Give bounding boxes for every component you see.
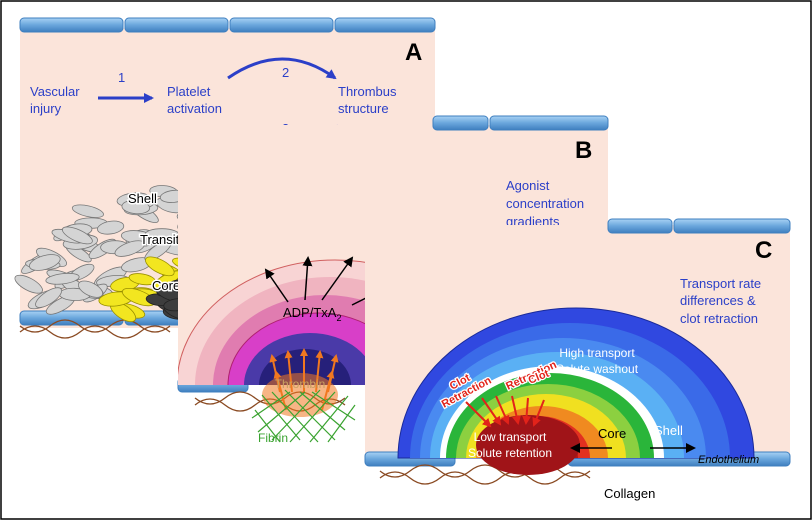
- panel-c-letter: C: [755, 237, 772, 264]
- platelet: [62, 226, 93, 245]
- step-2-label: 2: [282, 65, 289, 80]
- core-label: Core: [598, 426, 626, 441]
- platelet: [145, 256, 175, 277]
- panel-b-description-line2: concentration: [506, 196, 584, 211]
- platelet: [35, 287, 63, 308]
- panel-c: C Transport rate differences & clot retr…: [364, 218, 791, 501]
- collagen-label: Collagen: [604, 486, 655, 501]
- panel-b-endothelium-top: [432, 115, 609, 131]
- panel-a-collagen: [19, 325, 171, 339]
- panel-c-description-line2: differences &: [680, 293, 756, 308]
- platelet: [114, 240, 146, 257]
- platelet: [71, 204, 104, 218]
- vascular-injury-label-line2: injury: [30, 101, 62, 116]
- fibrin-label: Fibrin: [258, 431, 288, 445]
- panel-b-letter: B: [575, 137, 592, 164]
- panel-c-collagen: [379, 471, 591, 485]
- vascular-injury-label-line1: Vascular: [30, 84, 80, 99]
- high-transport-label-line2: Solute washout: [556, 362, 639, 376]
- thrombus-structure-label-line1: Thrombus: [338, 84, 397, 99]
- platelet: [121, 200, 151, 215]
- panel-a-letter: A: [405, 39, 422, 66]
- panel-c-description-line1: Transport rate: [680, 276, 761, 291]
- panel-b-description-line1: Agonist: [506, 178, 550, 193]
- endothelium-label: Endothelium: [698, 454, 759, 466]
- panel-a-endothelium-top: [19, 17, 436, 33]
- thrombin-generation: [262, 348, 339, 417]
- agonist-label: ADP/TxA2: [283, 305, 341, 323]
- panel-a-endothelium-bottom: [19, 310, 186, 326]
- low-transport-label-line2: Solute retention: [468, 446, 552, 460]
- fibrin-mesh: [251, 389, 356, 443]
- low-transport-label-line1: Low transport: [474, 430, 547, 444]
- panel-c-endothelium-top: [607, 218, 791, 234]
- shell-zone-label: Shell: [128, 191, 157, 206]
- shell-label: Shell: [654, 423, 683, 438]
- panel-c-description-line3: clot retraction: [680, 311, 758, 326]
- platelet: [128, 273, 156, 286]
- clot-retraction-arrows: [465, 395, 545, 428]
- platelet: [97, 220, 125, 235]
- platelet: [77, 280, 104, 298]
- step-1-label: 1: [118, 70, 125, 85]
- high-transport-label-line1: High transport: [559, 346, 635, 360]
- platelet-activation-label-line2: activation: [167, 101, 222, 116]
- platelet: [14, 274, 43, 294]
- platelet: [28, 254, 61, 271]
- thrombus-structure-label-line2: structure: [338, 101, 389, 116]
- platelet-activation-label-line1: Platelet: [167, 84, 211, 99]
- arrow-step-2: [227, 57, 337, 80]
- platelet: [45, 272, 80, 285]
- thrombin-label: Thrombin: [275, 377, 326, 391]
- panel-a: A Vascular injury Platelet activation Th…: [14, 17, 436, 339]
- core-zone-label: Core: [152, 278, 180, 293]
